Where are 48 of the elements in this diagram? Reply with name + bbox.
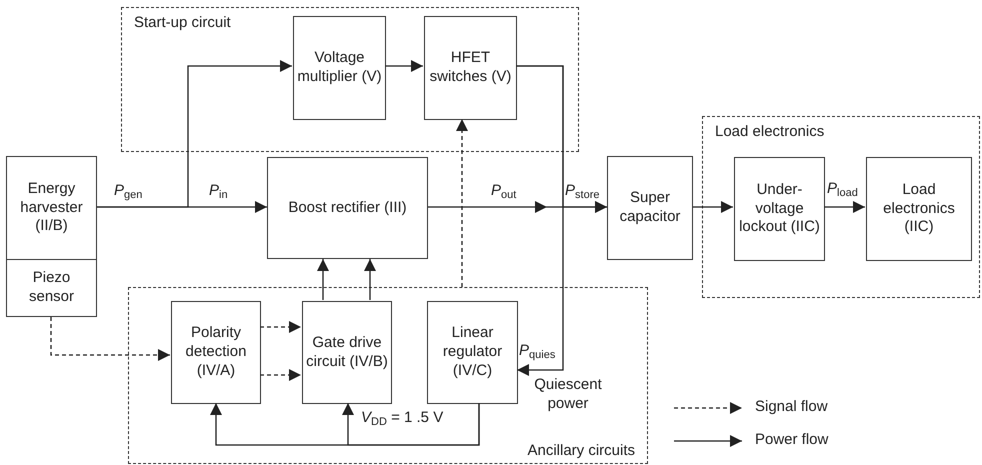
group-title: Start-up circuit	[134, 14, 231, 31]
block-label: Linear regulator (IV/C)	[442, 324, 504, 381]
dashed-group-frame	[121, 7, 579, 152]
power-arrow	[317, 259, 329, 300]
edge-label: P$_{out}$	[490, 183, 518, 202]
block-box	[171, 301, 261, 404]
block-box	[6, 156, 97, 260]
power-arrow	[693, 201, 733, 213]
block-label: Piezo sensor	[28, 269, 76, 307]
block-label: Gate drive circuit (IV/B)	[305, 334, 389, 372]
block-box	[866, 157, 972, 261]
group-title: Ancillary circuits	[527, 442, 635, 459]
power-label: P$_{gen}$	[114, 183, 142, 202]
block-box	[427, 301, 518, 404]
block-label: Under-voltage lockout (IIC)	[738, 180, 821, 238]
block-box	[607, 156, 693, 260]
power-arrow	[824, 201, 865, 213]
block-box	[424, 16, 517, 120]
power-arrow	[385, 60, 423, 72]
power-arrow	[342, 403, 480, 446]
power-label: P$_{quies}$	[519, 343, 556, 362]
block-label: Polarity detection (IV/A)	[184, 324, 248, 381]
legend-text: Power flow	[755, 432, 828, 448]
block-label: HFET switches (V)	[428, 49, 512, 87]
block-box	[267, 157, 428, 259]
power-arrow	[97, 60, 292, 208]
signal-arrow	[260, 369, 301, 381]
dashed-group-frame	[128, 287, 648, 464]
group-title: Load electronics	[715, 123, 824, 140]
block-label: Boost rectifier (III)	[287, 198, 408, 218]
signal-arrow	[50, 317, 170, 361]
power-arrow	[516, 65, 564, 376]
block-box	[6, 259, 97, 317]
block-label: Super capacitor	[618, 189, 682, 227]
signal-arrow	[456, 119, 468, 287]
block-box	[734, 157, 825, 261]
block-box	[293, 16, 386, 120]
annotation-text: Quiescent power	[533, 376, 603, 414]
legend-text: Signal flow	[755, 399, 828, 416]
power-label: P$_{store}$	[565, 183, 600, 202]
voltage-label: V$_{DD}$ = 1 .5 V	[361, 410, 444, 428]
block-label: Energy harvester (II/B)	[19, 180, 84, 236]
edge-label: P$_{load}$	[826, 181, 859, 200]
signal-arrow	[260, 321, 301, 333]
block-box	[302, 301, 392, 404]
power-arrow	[364, 259, 376, 300]
block-label: Voltage multiplier (V)	[296, 49, 383, 87]
block-label: Load electronics (IIC)	[882, 180, 956, 238]
